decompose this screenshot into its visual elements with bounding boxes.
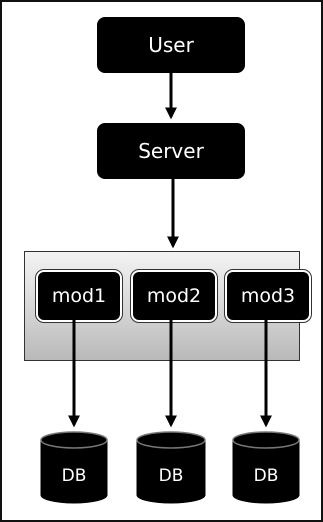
module-node-2: mod2 [130, 269, 218, 323]
database-label-1: DB [61, 466, 87, 486]
database-label-3: DB [253, 466, 279, 486]
module-node-3: mod3 [224, 269, 312, 323]
database-icon-3 [232, 431, 300, 504]
database-icon-1 [40, 431, 108, 504]
server-node-label: Server [138, 139, 204, 163]
module-1-label: mod1 [51, 285, 107, 307]
database-icon-2 [136, 431, 206, 504]
module-3-label: mod3 [240, 285, 296, 307]
server-node: Server [97, 123, 245, 179]
user-node-label: User [148, 33, 194, 57]
database-label-2: DB [158, 466, 184, 486]
module-2-label: mod2 [146, 285, 202, 307]
user-node: User [97, 17, 245, 73]
module-node-1: mod1 [35, 269, 123, 323]
